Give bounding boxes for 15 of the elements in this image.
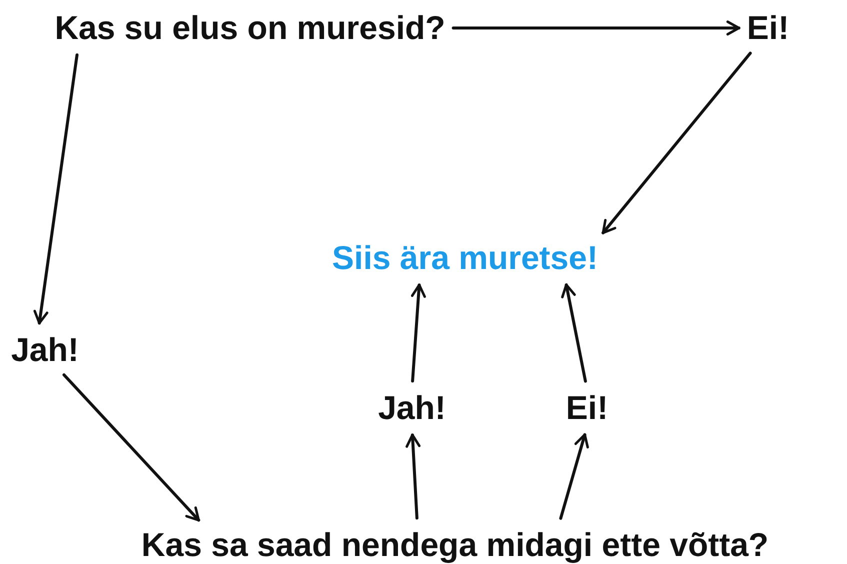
arrow — [561, 283, 587, 383]
arrow — [602, 52, 752, 234]
arrow — [410, 283, 426, 383]
arrow — [62, 373, 200, 522]
arrow — [33, 53, 79, 325]
flow-text: Ei! — [746, 9, 790, 47]
flow-text: Jah! — [378, 389, 446, 427]
flow-text: Kas sa saad nendega midagi ette võtta? — [141, 526, 769, 564]
flow-text: Ei! — [566, 389, 608, 427]
flow-text: Kas su elus on muresid? — [54, 9, 446, 47]
arrow — [452, 20, 740, 36]
arrow — [406, 433, 421, 520]
arrow — [559, 433, 589, 520]
flow-text: Jah! — [11, 331, 79, 369]
conclusion-text: Siis ära muretse! — [332, 239, 598, 277]
